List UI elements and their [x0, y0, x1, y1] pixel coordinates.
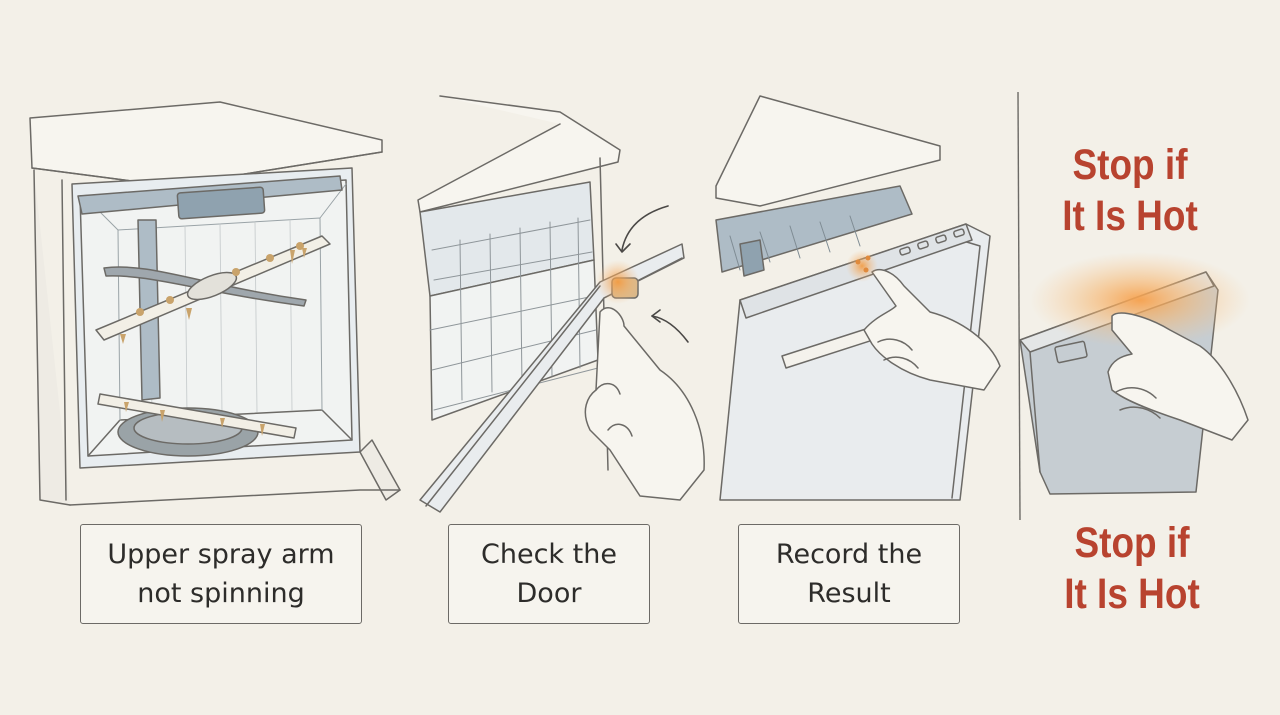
- warning-stop-if-hot-top: Stop if It Is Hot: [1062, 141, 1198, 240]
- caption-record-the-result: Record the Result: [738, 524, 960, 624]
- section-divider: [1017, 91, 1021, 521]
- panel-2-door-check: [417, 95, 705, 513]
- panel-1-open-dishwasher: [29, 101, 401, 506]
- latch-heat-glow: [596, 260, 640, 304]
- caption-check-the-door: Check the Door: [448, 524, 650, 624]
- door-heat-glow: [1030, 252, 1250, 348]
- heat-indicator-dots: [855, 255, 871, 273]
- warning-stop-if-hot-bottom: Stop if It Is Hot: [1064, 519, 1200, 618]
- caption-upper-spray-arm: Upper spray arm not spinning: [80, 524, 362, 624]
- button-heat-glow: [846, 250, 878, 282]
- debris-marks: [120, 242, 307, 436]
- panel-3-control-panel: [715, 95, 1001, 501]
- hand-on-hot-door: [1107, 312, 1249, 441]
